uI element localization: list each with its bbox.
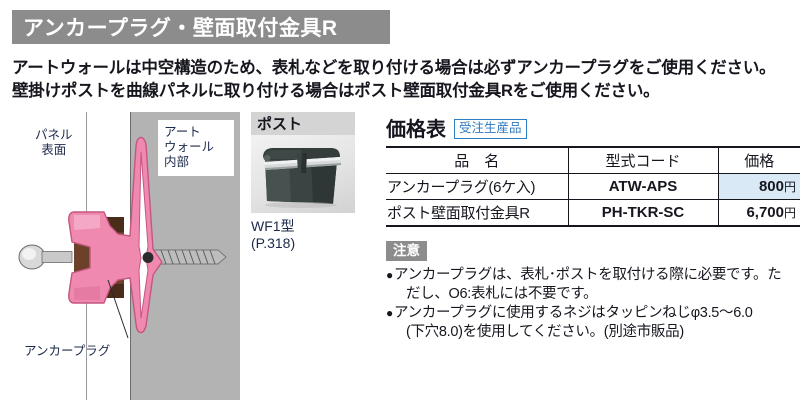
label-panel-line-2: 表面 <box>41 143 67 157</box>
caution-list: ● アンカープラグは、表札･ポストを取付ける際に必要です。た だし、O6:表札に… <box>386 266 800 342</box>
column-header-name: 品 名 <box>386 146 568 174</box>
caution-text: アンカープラグに使用するネジはタッピンねじφ3.5〜6.0 (下穴8.0)を使用… <box>394 304 800 342</box>
caution-text-line: アンカープラグに使用するネジはタッピンねじφ3.5〜6.0 <box>393 305 753 321</box>
label-wall-line-1: アート <box>164 125 201 139</box>
price-table-title: 価格表 <box>386 119 446 141</box>
caution-text-line: (下穴8.0)を使用してください。(別途市販品) <box>405 324 684 340</box>
anchor-plug-illustration <box>18 136 227 339</box>
bullet-icon: ● <box>386 268 393 282</box>
product-code: ATW-APS <box>567 173 719 200</box>
anchor-plug-body <box>68 136 163 334</box>
post-header-label: ポスト <box>257 116 303 133</box>
post-photo <box>251 135 355 213</box>
label-wall-interior: アート ウォール 内部 <box>158 120 234 176</box>
product-name: ポスト壁面取付金具R <box>386 199 568 227</box>
caution-text-line: だし、O6:表札には不要です。 <box>405 286 598 302</box>
caution-badge: 注意 <box>386 241 427 261</box>
column-header-code: 型式コード <box>567 146 719 174</box>
label-panel-line-1: パネル <box>35 128 73 142</box>
page-title-banner: アンカープラグ・壁面取付金具R <box>12 10 390 44</box>
leader-line <box>107 279 129 339</box>
column-header-price: 価格 <box>718 146 800 174</box>
caution-item: ● アンカープラグは、表札･ポストを取付ける際に必要です。た だし、O6:表札に… <box>386 266 800 304</box>
price-header-row: 価格表 受注生産品 <box>386 114 800 140</box>
product-price: 6,700円 <box>718 199 800 227</box>
post-caption: WF1型 (P.318) <box>251 218 355 252</box>
price-table: 品 名 型式コード 価格 アンカープラグ(6ケ入) ATW-APS 800円 ポ… <box>386 146 800 227</box>
product-code: PH-TKR-SC <box>567 199 719 227</box>
table-row: ポスト壁面取付金具R PH-TKR-SC 6,700円 <box>386 199 800 227</box>
post-header: ポスト <box>251 112 355 135</box>
yen-unit: 円 <box>783 180 796 194</box>
price-section: 価格表 受注生産品 品 名 型式コード 価格 アンカープラグ(6ケ入) ATW-… <box>386 114 800 342</box>
intro-line-2: 壁掛けポストを曲線パネルに取り付ける場合はポスト壁面取付金具Rをご使用ください。 <box>12 82 660 100</box>
anchor-plug-diagram: パネル 表面 アート ウォール 内部 アンカープラグ <box>12 112 240 400</box>
table-header-row: 品 名 型式コード 価格 <box>386 146 800 174</box>
caution-text: アンカープラグは、表札･ポストを取付ける際に必要です。た だし、O6:表札には不… <box>394 266 800 304</box>
caution-text-line: アンカープラグは、表札･ポストを取付ける際に必要です。た <box>393 267 782 283</box>
intro-paragraph: アートウォールは中空構造のため、表札などを取り付ける場合は必ずアンカープラグをご… <box>12 57 802 103</box>
caution-item: ● アンカープラグに使用するネジはタッピンねじφ3.5〜6.0 (下穴8.0)を… <box>386 304 800 342</box>
price-value: 6,700 <box>746 204 784 221</box>
product-name: アンカープラグ(6ケ入) <box>386 173 568 200</box>
caution-section: 注意 ● アンカープラグは、表札･ポストを取付ける際に必要です。た だし、O6:… <box>386 241 800 342</box>
product-price: 800円 <box>718 173 800 200</box>
price-value: 800 <box>758 178 784 195</box>
post-page-ref: (P.318) <box>251 235 296 251</box>
label-panel-surface: パネル 表面 <box>35 128 73 158</box>
post-product-block: ポスト WF1型 (P.318) <box>251 112 355 252</box>
table-row: アンカープラグ(6ケ入) ATW-APS 800円 <box>386 173 800 200</box>
label-anchor-plug: アンカープラグ <box>24 344 111 358</box>
intro-line-1: アートウォールは中空構造のため、表札などを取り付ける場合は必ずアンカープラグをご… <box>12 59 776 77</box>
mailbox-illustration <box>263 148 341 208</box>
page-title: アンカープラグ・壁面取付金具R <box>23 17 338 40</box>
label-wall-line-3: 内部 <box>164 155 190 169</box>
yen-unit: 円 <box>783 206 796 220</box>
post-model: WF1型 <box>251 218 295 234</box>
bullet-icon: ● <box>386 306 393 320</box>
made-to-order-badge: 受注生産品 <box>454 119 527 139</box>
label-wall-line-2: ウォール <box>164 140 215 154</box>
